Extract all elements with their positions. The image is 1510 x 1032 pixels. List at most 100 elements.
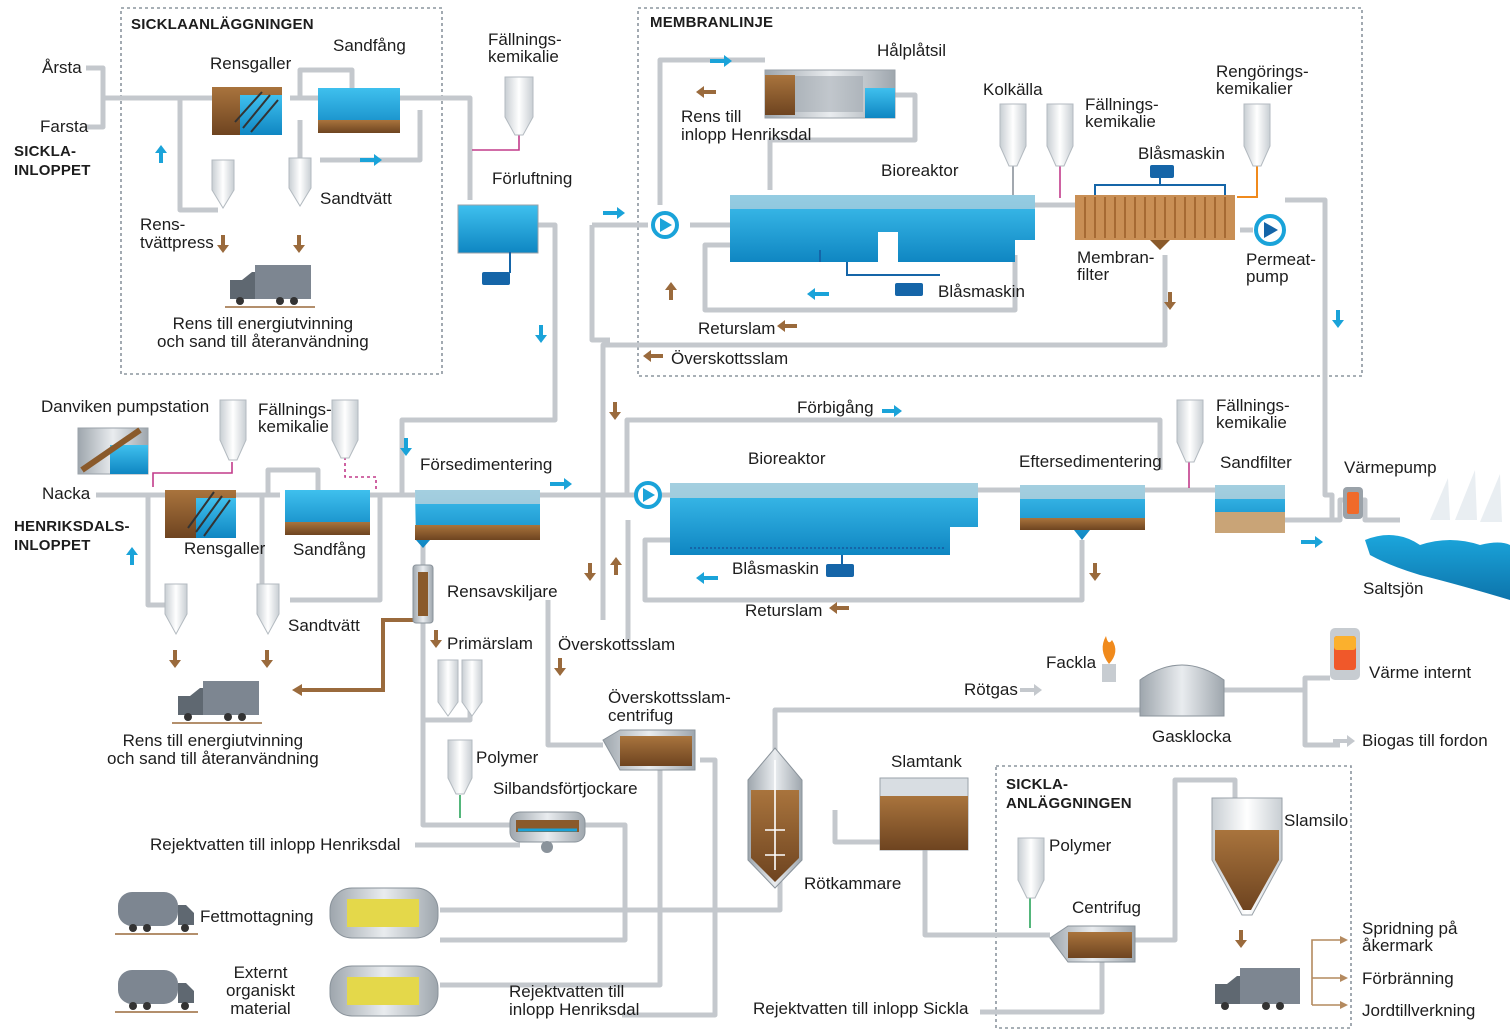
label-biogas-fordon: Biogas till fordon [1362, 731, 1488, 750]
label-fallningskemikalie-membran: Fällnings- kemikalie [1085, 95, 1159, 131]
slamtank-unit [879, 777, 969, 851]
label-slamtank: Slamtank [891, 752, 962, 771]
label-returslam-membran: Returslam [698, 319, 776, 338]
bioreactor-membrane [730, 195, 1035, 296]
label-centrifug: Centrifug [1072, 898, 1141, 917]
label-rotgas: Rötgas [964, 680, 1018, 699]
silo-rens-bottom [164, 583, 188, 636]
silo-chemical-top [504, 76, 534, 136]
label-rens-till-inlopp: Rens till inlopp Henriksdal [681, 107, 812, 144]
label-varmepump: Värmepump [1344, 458, 1437, 477]
label-overskottsslam-membran: Överskottsslam [671, 349, 789, 368]
label-rens-energi-top: Rens till energiutvinning och sand till … [157, 314, 369, 351]
varme-internt-unit [1330, 628, 1360, 680]
silo-fallningskemikalie-henriksdal-1 [219, 399, 247, 461]
label-blasmaskin-membran-bottom: Blåsmaskin [938, 282, 1025, 301]
label-rejektvatten-sickla: Rejektvatten till inlopp Sickla [753, 999, 969, 1018]
label-arsta: Årsta [42, 58, 82, 77]
slamsilo-unit [1211, 797, 1283, 916]
rensgaller-top-unit [212, 87, 282, 135]
rotkammare-unit [747, 747, 803, 889]
eftersedimentering-unit [1020, 485, 1145, 540]
membrane-filter-unit [1075, 165, 1235, 250]
label-returslam-main: Returslam [745, 601, 823, 620]
flow-arrows-brown [169, 86, 1247, 948]
danviken-pumpstation [77, 427, 149, 475]
section-title-henriksdals-inloppet: HENRIKSDALS- INLOPPET [14, 518, 130, 554]
distribution-arrowheads [1340, 936, 1348, 1009]
silbandsfortjockare-unit [509, 811, 586, 853]
silo-primarslam-1 [437, 659, 459, 717]
label-rensavskiljare: Rensavskiljare [447, 582, 558, 601]
label-saltsjon: Saltsjön [1363, 579, 1424, 598]
pump-membrane-inlet [651, 211, 679, 239]
label-permeatpump: Permeat- pump [1246, 250, 1316, 286]
label-forbigang: Förbigång [797, 398, 874, 417]
silo-rens-tvattpress-top [211, 159, 235, 209]
label-slamsilo: Slamsilo [1284, 811, 1349, 830]
truck-externt-material [115, 970, 198, 1013]
overskottsslam-centrifug-unit [602, 729, 696, 771]
label-fallningskemikalie-henriksdal: Fällnings- kemikalie [258, 400, 332, 436]
pump-main-inlet [634, 481, 662, 509]
truck-sickla [1215, 968, 1300, 1010]
silo-fallningskemikalie-sandfilter [1176, 399, 1204, 463]
label-membranfilter: Membran- filter [1077, 248, 1155, 284]
label-nacka: Nacka [42, 484, 91, 503]
label-kolkalla: Kolkälla [983, 80, 1043, 99]
silo-rengoringskemikalier [1243, 103, 1271, 167]
polymer-green-lines [459, 795, 1031, 928]
section-sicklaanlaggningen-border [120, 7, 443, 375]
sludge-pipe-rensavskiljare [300, 618, 415, 692]
section-title-sicklaanlaggningen: SICKLAANLÄGGNINGEN [131, 16, 314, 33]
section-title-membranlinje: MEMBRANLINJE [650, 14, 774, 31]
silo-fallningskemikalie-henriksdal-2 [331, 399, 359, 459]
silo-sandtvatt-bottom [256, 583, 280, 636]
section-sickla-anlaggningen-border [995, 765, 1352, 1029]
label-bioreaktor-main: Bioreaktor [748, 449, 826, 468]
silo-primarslam-2 [461, 659, 483, 717]
externt-material-tank [329, 965, 439, 1017]
label-blasmaskin-membran-top: Blåsmaskin [1138, 144, 1225, 163]
varmepump-unit [1343, 487, 1363, 519]
orange-chem-line [1237, 165, 1258, 198]
bioreactor-main [670, 483, 978, 577]
label-polymer-main: Polymer [476, 748, 539, 767]
sandfang-bottom-unit [285, 490, 370, 535]
label-gasklocka: Gasklocka [1152, 727, 1232, 746]
label-sandfilter: Sandfilter [1220, 453, 1292, 472]
label-jordtillverkning: Jordtillverkning [1362, 1001, 1476, 1020]
label-fallningskemikalie-top: Fällnings- kemikalie [488, 30, 562, 66]
chemical-dosing-lines [152, 135, 1190, 490]
flow-arrows-grey [1020, 684, 1355, 747]
saltsjon-sea [1365, 470, 1510, 600]
label-overskottsslam-main: Överskottsslam [558, 635, 676, 654]
centrifug-unit [1049, 925, 1136, 963]
label-forbranning: Förbränning [1362, 969, 1454, 988]
label-halplatsil: Hålplåtsil [877, 41, 946, 60]
label-eftersedimentering: Eftersedimentering [1019, 452, 1162, 471]
label-forsedimentering: Försedimentering [420, 455, 553, 474]
label-rejektvatten-henriksdal-bottom: Rejektvatten till inlopp Henriksdal [509, 982, 640, 1019]
section-membranlinje-border [637, 7, 1363, 377]
label-rengoringskemikalier: Rengörings- kemikalier [1216, 62, 1309, 98]
halplatsil-unit [764, 69, 896, 119]
flow-arrows-blue [126, 55, 1344, 584]
gasklocka-unit [1139, 664, 1225, 717]
section-title-sickla-inloppet: SICKLA- INLOPPET [14, 143, 91, 179]
label-fettmottagning: Fettmottagning [200, 907, 314, 926]
label-danviken: Danviken pumpstation [41, 397, 210, 416]
silo-kolkalla [999, 103, 1027, 167]
silo-fallningskemikalie-membran [1046, 103, 1074, 167]
forluftning-unit [457, 204, 539, 285]
label-externt-organiskt: Externt organiskt material [226, 963, 295, 1018]
label-overskottsslam-centrifug: Överskottsslam- centrifug [608, 688, 731, 725]
label-farsta: Farsta [40, 117, 89, 136]
label-fallningskemikalie-sandfilter: Fällnings- kemikalie [1216, 396, 1290, 432]
label-sandfang-top: Sandfång [333, 36, 406, 55]
forsedimentering-unit [415, 490, 540, 548]
rensgaller-bottom-unit [165, 490, 236, 538]
truck-fettmottagning [115, 892, 198, 935]
permeat-pump [1254, 214, 1286, 246]
